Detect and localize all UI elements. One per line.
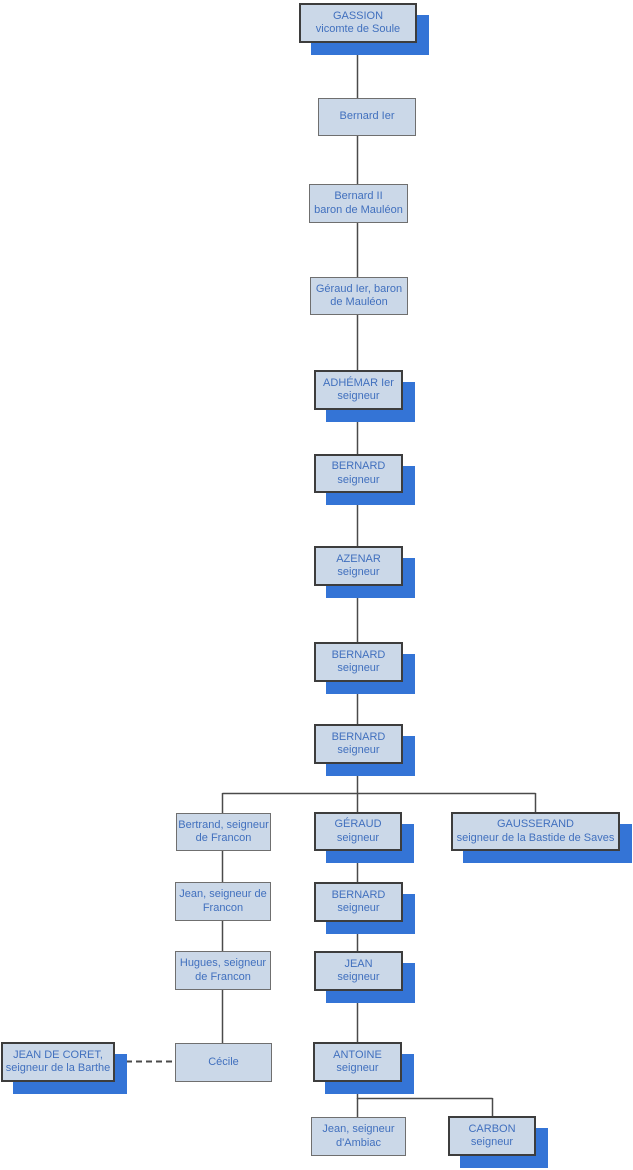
node-bertrand: Bertrand, seigneur de Francon: [176, 813, 271, 851]
node-label: JEAN: [344, 957, 373, 970]
node-label: Jean, seigneur de: [179, 888, 267, 900]
node-label: ANTOINE: [333, 1048, 382, 1061]
node-label: seigneur: [337, 390, 380, 402]
node-label: baron de Mauléon: [314, 203, 403, 216]
node-label: GÉRAUD: [334, 818, 382, 830]
node-label: seigneur: [336, 831, 380, 844]
node-jean-ambiac: Jean, seigneur d'Ambiac: [311, 1117, 406, 1156]
node-label: CARBON: [468, 1122, 516, 1135]
node-bernard-ii: Bernard II baron de Mauléon: [309, 184, 408, 223]
node-hugues-francon: Hugues, seigneur de Francon: [175, 951, 271, 990]
node-label: de Mauléon: [330, 296, 388, 308]
node-label: seigneur: [470, 1136, 514, 1148]
node-label: seigneur: [337, 902, 380, 914]
node-label: BERNARD: [331, 888, 386, 901]
node-label: seigneur de la Barthe: [5, 1062, 111, 1074]
node-label: AZENAR: [336, 552, 381, 565]
node-jean-de-coret: JEAN DE CORET, seigneur de la Barthe: [1, 1042, 115, 1082]
node-bernard-seigneur-1: BERNARD seigneur: [314, 454, 403, 493]
node-label: Cécile: [208, 1055, 239, 1068]
node-label: JEAN DE CORET,: [13, 1048, 103, 1061]
node-azenar: AZENAR seigneur: [314, 546, 403, 586]
node-label: de Francon: [195, 970, 251, 983]
node-bernard-seigneur-4: BERNARD seigneur: [314, 882, 403, 922]
node-label: seigneur: [336, 1062, 379, 1074]
node-label: seigneur: [337, 744, 380, 756]
node-label: Bernard Ier: [339, 110, 395, 123]
node-label: BERNARD: [331, 460, 386, 472]
node-jean-seigneur: JEAN seigneur: [314, 951, 403, 991]
node-label: Jean, seigneur: [322, 1123, 395, 1135]
node-antoine: ANTOINE seigneur: [313, 1042, 402, 1082]
node-label: GAUSSERAND: [496, 818, 575, 830]
node-gausserand: GAUSSERAND seigneur de la Bastide de Sav…: [451, 812, 620, 851]
node-label: Bertrand, seigneur: [178, 818, 269, 831]
node-label: Bernard II: [334, 190, 383, 202]
node-label: BERNARD: [331, 730, 386, 743]
node-label: seigneur: [337, 473, 380, 486]
node-geraud-ier: Géraud Ier, baron de Mauléon: [310, 277, 408, 315]
node-bernard-seigneur-2: BERNARD seigneur: [314, 642, 403, 682]
node-label: Géraud Ier, baron: [315, 282, 403, 295]
node-label: d'Ambiac: [336, 1136, 381, 1149]
node-gassion: GASSION vicomte de Soule: [299, 3, 417, 43]
node-jean-francon: Jean, seigneur de Francon: [175, 882, 271, 921]
node-adhemar-ier: ADHÉMAR Ier seigneur: [314, 370, 403, 410]
node-carbon: CARBON seigneur: [448, 1116, 536, 1156]
node-label: GASSION: [332, 9, 384, 22]
node-label: de Francon: [195, 832, 252, 844]
node-bernard-ier: Bernard Ier: [318, 98, 416, 136]
node-label: seigneur: [337, 971, 380, 983]
node-label: seigneur: [337, 662, 380, 674]
node-cecile: Cécile: [175, 1043, 272, 1082]
node-label: BERNARD: [331, 648, 386, 661]
node-bernard-seigneur-3: BERNARD seigneur: [314, 724, 403, 764]
node-label: seigneur de la Bastide de Saves: [456, 831, 615, 844]
node-label: vicomte de Soule: [315, 23, 401, 35]
node-label: seigneur: [337, 566, 380, 578]
node-geraud-seigneur: GÉRAUD seigneur: [314, 812, 402, 851]
node-label: Hugues, seigneur: [179, 957, 267, 969]
node-label: ADHÉMAR Ier: [323, 376, 394, 389]
node-label: Francon: [202, 901, 244, 914]
